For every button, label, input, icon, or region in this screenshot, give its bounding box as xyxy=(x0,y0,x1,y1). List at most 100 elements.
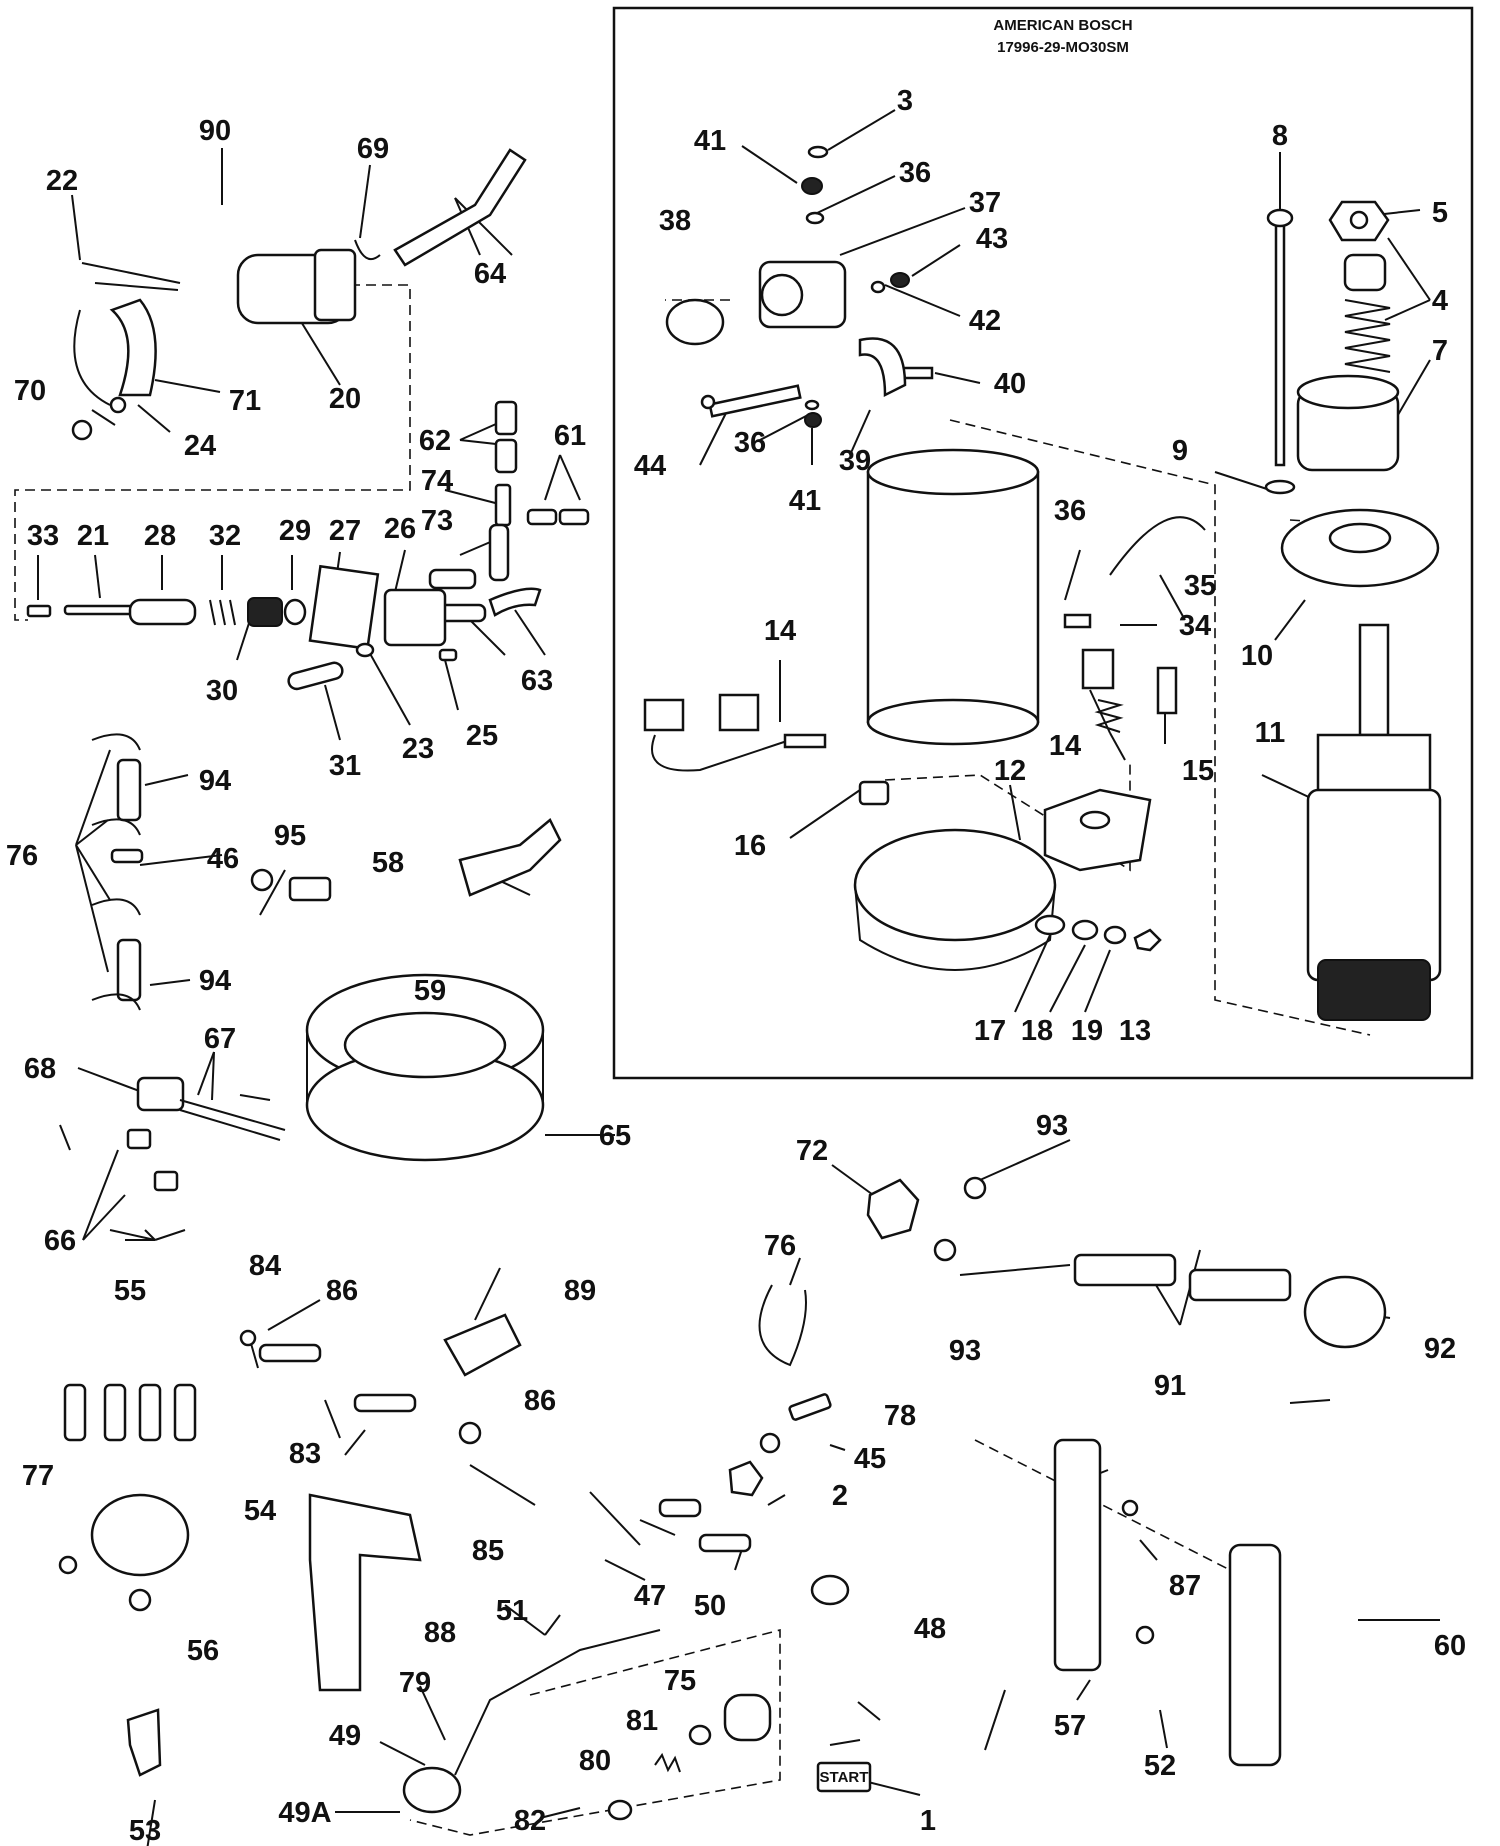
part-label-p55: 55 xyxy=(114,1275,146,1307)
part-label-p79: 79 xyxy=(399,1667,431,1699)
assembly-dash-lines xyxy=(14,284,1371,1836)
part-label-p73: 73 xyxy=(421,505,453,537)
part-label-p48: 48 xyxy=(914,1613,946,1645)
part-label-p88: 88 xyxy=(424,1617,456,1649)
part-label-p76a: 76 xyxy=(6,840,38,872)
part-label-p84: 84 xyxy=(249,1250,281,1282)
part-label-p28: 28 xyxy=(144,520,176,552)
part-label-p27: 27 xyxy=(329,515,361,547)
part-label-p2: 2 xyxy=(832,1480,848,1512)
lower-parts xyxy=(58,973,1387,1821)
part-label-p67: 67 xyxy=(204,1023,236,1055)
part-label-p50: 50 xyxy=(694,1590,726,1622)
part-label-p45: 45 xyxy=(854,1443,886,1475)
part-label-p32: 32 xyxy=(209,520,241,552)
part-label-p23: 23 xyxy=(402,733,434,765)
part-label-p14b: 14 xyxy=(1049,730,1081,762)
part-label-p8: 8 xyxy=(1272,120,1288,152)
part-label-p37: 37 xyxy=(969,187,1001,219)
part-label-p82: 82 xyxy=(514,1805,546,1837)
part-label-p65: 65 xyxy=(599,1120,631,1152)
part-label-p77: 77 xyxy=(22,1460,54,1492)
part-label-p93b: 93 xyxy=(949,1335,981,1367)
part-label-p94a: 94 xyxy=(199,765,231,797)
part-label-p83: 83 xyxy=(289,1438,321,1470)
part-label-p80: 80 xyxy=(579,1745,611,1777)
part-label-p1: 1 xyxy=(920,1805,936,1837)
part-label-p36a: 36 xyxy=(899,157,931,189)
part-label-p78: 78 xyxy=(884,1400,916,1432)
part-label-p18: 18 xyxy=(1021,1015,1053,1047)
part-label-p53: 53 xyxy=(129,1815,161,1846)
left-parts xyxy=(26,148,590,1011)
part-label-p85: 85 xyxy=(472,1535,504,1567)
part-label-p31: 31 xyxy=(329,750,361,782)
part-label-p63: 63 xyxy=(521,665,553,697)
part-label-p74: 74 xyxy=(421,465,453,497)
part-label-p41b: 41 xyxy=(789,485,821,517)
part-number-labels: 3413638374342404436413985479101136353414… xyxy=(6,85,1466,1846)
part-label-p90: 90 xyxy=(199,115,231,147)
part-label-p86b: 86 xyxy=(524,1385,556,1417)
part-label-p57: 57 xyxy=(1054,1710,1086,1742)
part-label-p92: 92 xyxy=(1424,1333,1456,1365)
part-label-p12: 12 xyxy=(994,755,1026,787)
part-label-p42: 42 xyxy=(969,305,1001,337)
part-label-p9: 9 xyxy=(1172,435,1188,467)
part-label-p14a: 14 xyxy=(764,615,796,647)
part-label-p16: 16 xyxy=(734,830,766,862)
part-label-p3: 3 xyxy=(897,85,913,117)
part-label-p46: 46 xyxy=(207,843,239,875)
leader-lines xyxy=(37,109,1440,1846)
part-label-p93a: 93 xyxy=(1036,1110,1068,1142)
part-label-p36b: 36 xyxy=(734,427,766,459)
part-label-p81: 81 xyxy=(626,1705,658,1737)
part-label-p76b: 76 xyxy=(764,1230,796,1262)
part-label-p70: 70 xyxy=(14,375,46,407)
inset-header-line2: 17996-29-MO30SM xyxy=(997,39,1129,56)
part-label-p41a: 41 xyxy=(694,125,726,157)
part-label-p62: 62 xyxy=(419,425,451,457)
part-label-p75: 75 xyxy=(664,1665,696,1697)
part-label-p49: 49 xyxy=(329,1720,361,1752)
part-label-p86a: 86 xyxy=(326,1275,358,1307)
part-label-p19: 19 xyxy=(1071,1015,1103,1047)
part-label-p10: 10 xyxy=(1241,640,1273,672)
part-label-p44: 44 xyxy=(634,450,666,482)
part-label-p51: 51 xyxy=(496,1595,528,1627)
part-label-p72: 72 xyxy=(796,1135,828,1167)
part-label-p21: 21 xyxy=(77,520,109,552)
part-label-p24: 24 xyxy=(184,430,216,462)
part-label-p25: 25 xyxy=(466,720,498,752)
start-badge-text: START xyxy=(820,1769,869,1786)
starter-inset-frame xyxy=(612,6,1474,1080)
part-label-p66: 66 xyxy=(44,1225,76,1257)
part-label-p5: 5 xyxy=(1432,197,1448,229)
part-label-p38: 38 xyxy=(659,205,691,237)
part-label-p87: 87 xyxy=(1169,1570,1201,1602)
part-label-p15: 15 xyxy=(1182,755,1214,787)
part-label-p59: 59 xyxy=(414,975,446,1007)
part-label-p58: 58 xyxy=(372,847,404,879)
part-label-p94b: 94 xyxy=(199,965,231,997)
part-label-p39: 39 xyxy=(839,445,871,477)
part-label-p7: 7 xyxy=(1432,335,1448,367)
part-label-p64: 64 xyxy=(474,258,506,290)
part-label-p43: 43 xyxy=(976,223,1008,255)
part-label-p4: 4 xyxy=(1432,285,1448,317)
part-label-p56: 56 xyxy=(187,1635,219,1667)
part-label-p60: 60 xyxy=(1434,1630,1466,1662)
part-label-p49A: 49A xyxy=(278,1797,331,1829)
part-label-p30: 30 xyxy=(206,675,238,707)
part-label-p47: 47 xyxy=(634,1580,666,1612)
part-label-p11: 11 xyxy=(1255,717,1286,749)
part-label-p34: 34 xyxy=(1179,610,1211,642)
part-label-p95: 95 xyxy=(274,820,306,852)
part-label-p54: 54 xyxy=(244,1495,276,1527)
part-label-p20: 20 xyxy=(329,383,361,415)
part-label-p36c: 36 xyxy=(1054,495,1086,527)
part-label-p61: 61 xyxy=(554,420,586,452)
part-label-p29: 29 xyxy=(279,515,311,547)
part-label-p89: 89 xyxy=(564,1275,596,1307)
